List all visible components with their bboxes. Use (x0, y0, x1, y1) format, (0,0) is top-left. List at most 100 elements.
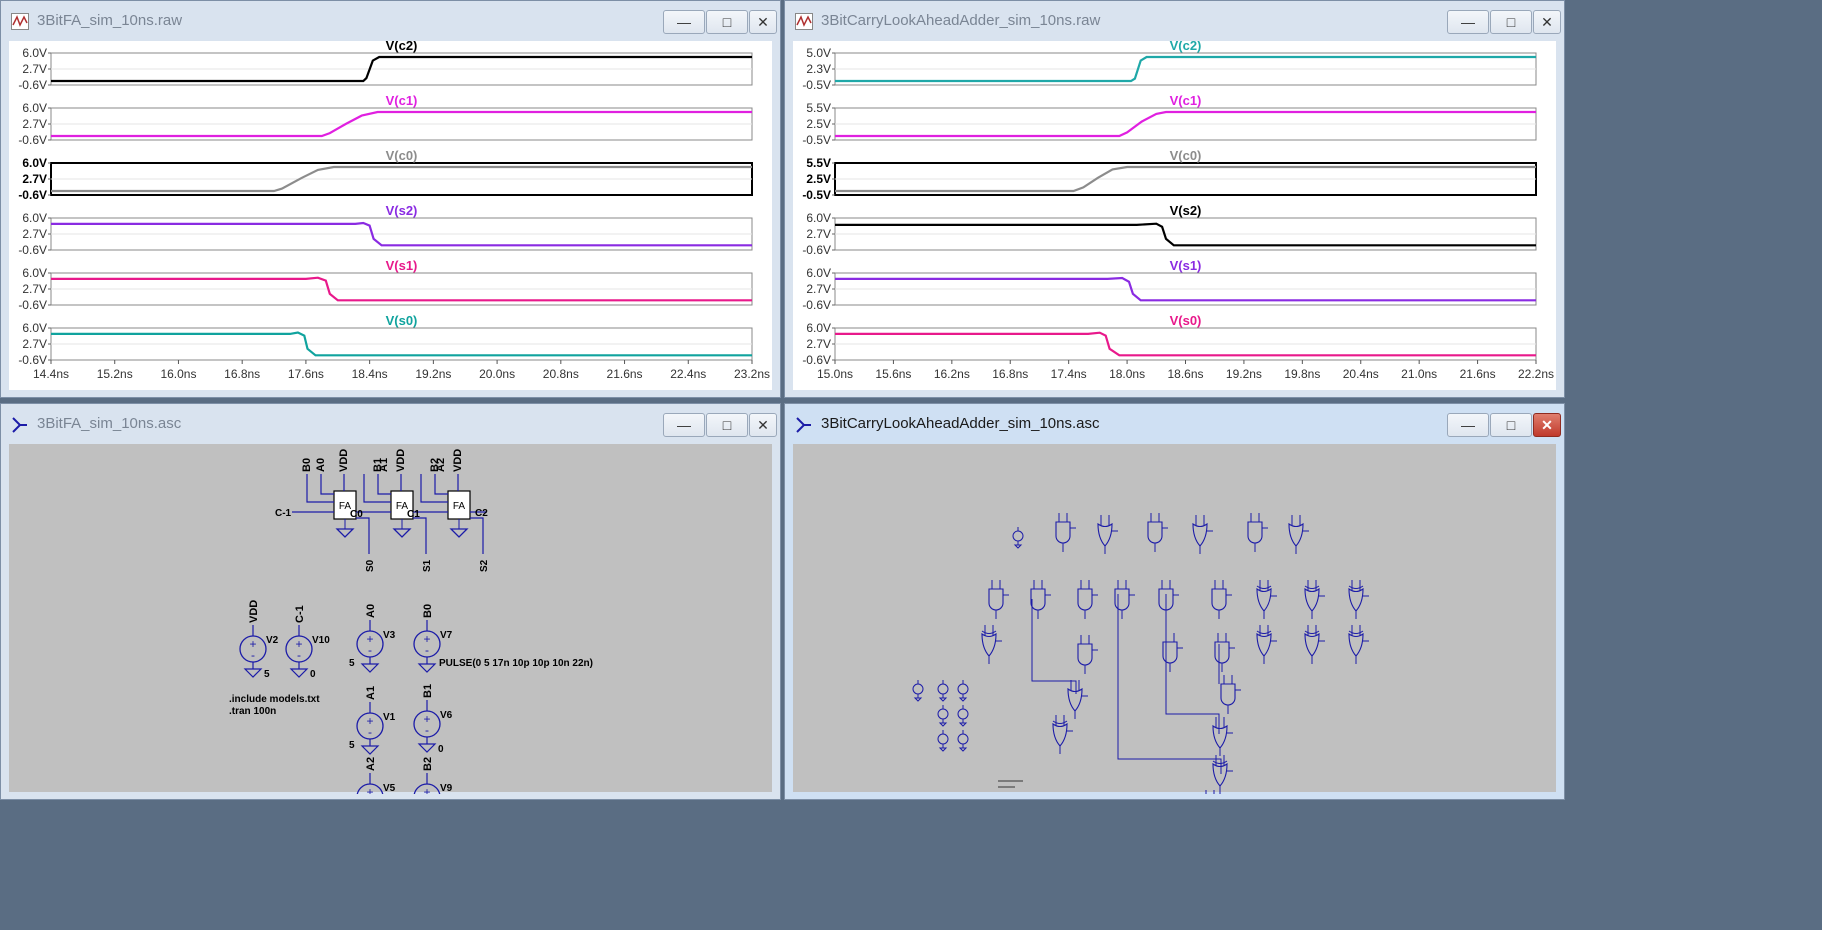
full-adder-0[interactable]: FA (333, 490, 357, 538)
trace-label[interactable]: V(c1) (386, 93, 418, 108)
title-bar[interactable]: 3BitCarryLookAheadAdder_sim_10ns.asc — □… (785, 404, 1564, 444)
and-gate[interactable] (1077, 580, 1098, 619)
schematic-canvas[interactable] (793, 444, 1558, 799)
waveform-pane[interactable]: 6.0V2.7V-0.6VV(c2) (18, 38, 753, 92)
waveform-pane[interactable]: 6.0V2.7V-0.6VV(s2) (802, 203, 1537, 257)
and-gate[interactable] (1030, 580, 1051, 619)
and-gate[interactable] (1055, 513, 1076, 552)
spice-directive[interactable]: .include models.txt (229, 694, 320, 705)
logic-gates[interactable] (912, 513, 1369, 799)
or-gate[interactable] (1052, 715, 1073, 754)
voltage-source[interactable] (937, 730, 949, 752)
or-gate[interactable] (1067, 680, 1088, 719)
waveform-pane[interactable]: 6.0V2.7V-0.6VV(c1) (18, 93, 753, 147)
trace-label[interactable]: V(c2) (386, 38, 418, 53)
or-gate[interactable] (1304, 580, 1325, 619)
full-adder-1[interactable]: FA (390, 490, 414, 538)
maximize-button[interactable]: □ (1490, 10, 1532, 34)
title-bar[interactable]: 3BitCarryLookAheadAdder_sim_10ns.raw — □… (785, 1, 1564, 41)
waveform-pane[interactable]: 6.0V2.7V-0.6VV(s0) (802, 313, 1537, 367)
or-gate[interactable] (1097, 515, 1118, 554)
voltage-source[interactable] (912, 680, 924, 702)
waveform-plot-cla[interactable]: 5.0V2.3V-0.5VV(c2)5.5V2.5V-0.5VV(c1)5.5V… (793, 38, 1558, 392)
schematic-canvas[interactable]: FA FA FA B0 (9, 444, 772, 799)
or-gate[interactable] (1348, 625, 1369, 664)
waveform-plot-fa[interactable]: 6.0V2.7V-0.6VV(c2)6.0V2.7V-0.6VV(c1)6.0V… (9, 38, 774, 392)
waveform-pane[interactable]: 6.0V2.7V-0.6VV(s1) (802, 258, 1537, 312)
and-gate[interactable] (1211, 580, 1232, 619)
and-gate[interactable] (988, 580, 1009, 619)
waveform-pane[interactable]: 5.5V2.5V-0.5VV(c0) (802, 148, 1537, 202)
trace-label[interactable]: V(s2) (1170, 203, 1202, 218)
or-gate[interactable] (1256, 625, 1277, 664)
voltage-source[interactable] (957, 730, 969, 752)
and-gate[interactable] (1158, 580, 1179, 619)
or-gate[interactable] (1304, 625, 1325, 664)
maximize-button[interactable]: □ (706, 10, 748, 34)
and-gate[interactable] (1247, 513, 1268, 552)
close-button[interactable]: ✕ (1533, 10, 1561, 34)
voltage-source[interactable] (1012, 527, 1024, 549)
minimize-button[interactable]: — (1447, 10, 1489, 34)
or-gate[interactable] (1212, 717, 1233, 756)
voltage-source[interactable] (957, 680, 969, 702)
schematic-drawing-cla[interactable] (793, 444, 1558, 799)
trace-label[interactable]: V(s2) (386, 203, 418, 218)
trace-label[interactable]: V(c0) (1170, 148, 1202, 163)
trace-label[interactable]: V(c2) (1170, 38, 1202, 53)
and-gate[interactable] (1220, 675, 1241, 714)
waveform-pane[interactable]: 6.0V2.7V-0.6VV(s2) (18, 203, 753, 257)
title-bar[interactable]: 3BitFA_sim_10ns.asc — □ ✕ (1, 404, 780, 444)
waveform-window-cla[interactable]: 3BitCarryLookAheadAdder_sim_10ns.raw — □… (784, 0, 1565, 398)
waveform-pane[interactable]: 6.0V2.7V-0.6VV(s0) (18, 313, 753, 367)
waveform-pane[interactable]: 6.0V2.7V-0.6VV(s1) (18, 258, 753, 312)
voltage-source[interactable] (937, 705, 949, 727)
minimize-button[interactable]: — (663, 413, 705, 437)
and-gate[interactable] (1147, 513, 1168, 552)
or-gate[interactable] (1192, 515, 1213, 554)
or-gate[interactable] (1212, 755, 1233, 794)
or-gate[interactable] (1288, 515, 1309, 554)
trace-label[interactable]: V(s0) (1170, 313, 1202, 328)
maximize-button[interactable]: □ (706, 413, 748, 437)
title-bar[interactable]: 3BitFA_sim_10ns.raw — □ ✕ (1, 1, 780, 41)
close-button[interactable]: ✕ (749, 10, 777, 34)
trace-label[interactable]: V(s1) (386, 258, 418, 273)
full-adder-2[interactable]: FA (447, 490, 471, 538)
close-button[interactable]: ✕ (1533, 413, 1561, 437)
and-gate[interactable] (1077, 635, 1098, 674)
trace-label[interactable]: V(c1) (1170, 93, 1202, 108)
spice-directive[interactable]: .tran 100n (229, 706, 276, 717)
voltage-source-v5[interactable]: +-A2V55 (349, 757, 396, 799)
trace-label[interactable]: V(s1) (1170, 258, 1202, 273)
waveform-pane[interactable]: 6.0V2.7V-0.6VV(c0) (18, 148, 753, 202)
waveform-pane[interactable]: 5.0V2.3V-0.5VV(c2) (802, 38, 1537, 92)
voltage-source-v9[interactable]: +-B2V90 (413, 757, 453, 799)
maximize-button[interactable]: □ (1490, 413, 1532, 437)
and-gate[interactable] (1162, 633, 1183, 672)
and-gate[interactable] (1114, 580, 1135, 619)
voltage-source[interactable] (937, 680, 949, 702)
trace-label[interactable]: V(s0) (386, 313, 418, 328)
or-gate[interactable] (1256, 580, 1277, 619)
minimize-button[interactable]: — (1447, 413, 1489, 437)
voltage-source[interactable] (957, 705, 969, 727)
or-gate[interactable] (1348, 580, 1369, 619)
and-gate[interactable] (1214, 633, 1235, 672)
schematic-window-cla[interactable]: 3BitCarryLookAheadAdder_sim_10ns.asc — □… (784, 403, 1565, 800)
or-gate[interactable] (981, 625, 1002, 664)
schematic-window-fa[interactable]: 3BitFA_sim_10ns.asc — □ ✕ FA FA FA (0, 403, 781, 800)
trace-label[interactable]: V(c0) (386, 148, 418, 163)
waveform-pane[interactable]: 5.5V2.5V-0.5VV(c1) (802, 93, 1537, 147)
close-button[interactable]: ✕ (749, 413, 777, 437)
